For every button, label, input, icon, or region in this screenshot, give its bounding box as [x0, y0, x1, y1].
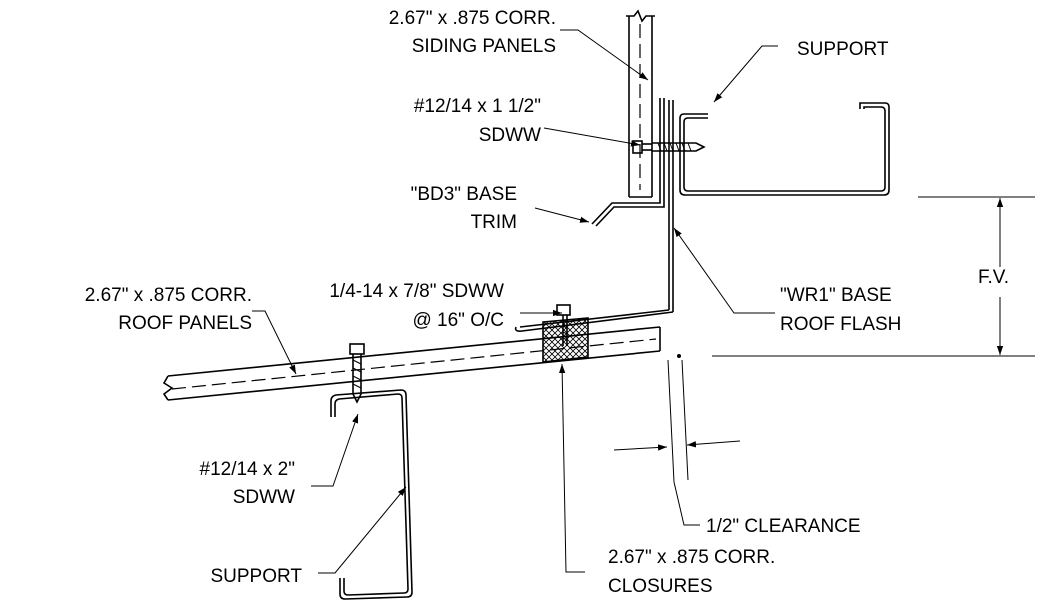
- closures-label-1: 2.67" x .875 CORR.: [608, 547, 775, 568]
- bd3-base-trim: [591, 98, 665, 227]
- screw-top-label-1: #12/14 x 1 1/2": [414, 96, 541, 117]
- roof-screw: [556, 304, 571, 346]
- screw-top-label-2: SDWW: [479, 125, 541, 146]
- base-trim-label-1: "BD3" BASE: [411, 184, 517, 205]
- base-trim-label-2: TRIM: [471, 212, 517, 233]
- clearance-dimension: [613, 354, 741, 526]
- leaders: [252, 29, 778, 574]
- support-bottom-label: SUPPORT: [210, 566, 302, 587]
- closures-label-2: CLOSURES: [608, 576, 713, 597]
- roof-flash-label-1: "WR1" BASE: [780, 285, 892, 306]
- roof-panels-label-1: 2.67" x .875 CORR.: [85, 285, 252, 306]
- screw-bottom-label-1: #12/14 x 2": [200, 459, 295, 480]
- fv-dimension: [712, 196, 1035, 357]
- roof-screw-label-2: @ 16" O/C: [412, 310, 504, 331]
- siding-panels-label-2: SIDING PANELS: [412, 36, 556, 57]
- screw-bottom-label-2: SDWW: [233, 487, 295, 508]
- roof-screw-label-1: 1/4-14 x 7/8" SDWW: [329, 281, 504, 302]
- clearance-label: 1/2" CLEARANCE: [706, 516, 861, 537]
- support-top: [679, 102, 890, 196]
- siding-panels-label-1: 2.67" x .875 CORR.: [389, 8, 556, 29]
- siding-panel: [626, 9, 655, 198]
- roof-panels-label-2: ROOF PANELS: [118, 313, 252, 334]
- support-screw: [349, 343, 365, 404]
- closure: [542, 317, 589, 363]
- fv-label: F.V.: [978, 267, 1009, 288]
- support-top-label: SUPPORT: [797, 39, 889, 60]
- roof-flash-label-2: ROOF FLASH: [780, 314, 901, 335]
